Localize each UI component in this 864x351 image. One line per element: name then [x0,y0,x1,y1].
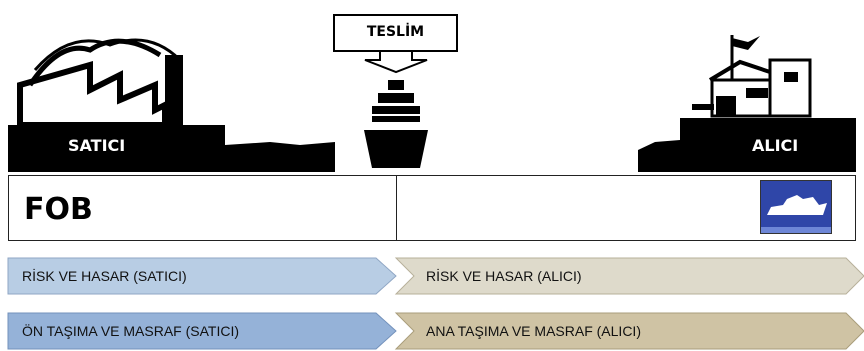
risk-buyer-label: RİSK VE HASAR (ALICI) [426,268,582,284]
building-icon [692,35,812,118]
delivery-scene [8,35,856,172]
risk-buyer-arrow [394,257,864,295]
ship-thumbnail-icon [760,180,832,234]
cost-buyer-arrow [394,312,864,350]
term-label: FOB [24,192,93,227]
transfer-divider [396,175,397,241]
buyer-ground [638,118,856,172]
factory-icon [17,38,183,128]
teslim-arrow [364,52,428,74]
seller-ground [8,125,335,172]
risk-seller-arrow [7,257,397,295]
cost-buyer-label: ANA TAŞIMA VE MASRAF (ALICI) [426,323,641,339]
delivery-label: TESLİM [366,24,425,40]
delivery-box [333,14,458,52]
cost-seller-arrow [7,312,397,350]
seller-label: SATICI [68,136,126,155]
ship-icon [364,80,428,168]
risk-seller-label: RİSK VE HASAR (SATICI) [22,268,187,284]
cost-seller-label: ÖN TAŞIMA VE MASRAF (SATICI) [22,323,240,339]
term-panel [8,175,856,241]
buyer-label: ALICI [752,136,799,155]
